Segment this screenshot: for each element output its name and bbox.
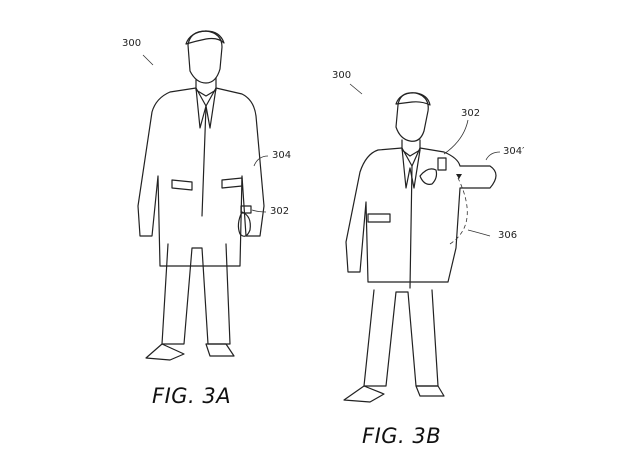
motion-arrow-306: [449, 177, 468, 245]
arrowhead-icon: [456, 174, 462, 179]
leader-302a: [251, 209, 267, 213]
label-304: 304: [272, 150, 292, 161]
leader-300a: [142, 54, 154, 66]
figure-3b-person: [343, 92, 497, 403]
label-302b: 302: [461, 108, 481, 119]
leader-304prime: [485, 151, 501, 161]
leader-306: [467, 229, 491, 237]
label-300a: 300: [122, 38, 142, 49]
leader-302b: [443, 119, 469, 155]
label-302a: 302: [270, 206, 290, 217]
label-306: 306: [498, 230, 518, 241]
leader-300b: [349, 83, 363, 95]
label-300b: 300: [332, 70, 352, 81]
label-304prime: 304′: [503, 146, 525, 157]
caption-fig-3b: FIG. 3B: [362, 424, 442, 448]
leader-304: [253, 155, 269, 167]
caption-fig-3a: FIG. 3A: [152, 384, 232, 408]
figure-3a-person: [137, 30, 265, 361]
